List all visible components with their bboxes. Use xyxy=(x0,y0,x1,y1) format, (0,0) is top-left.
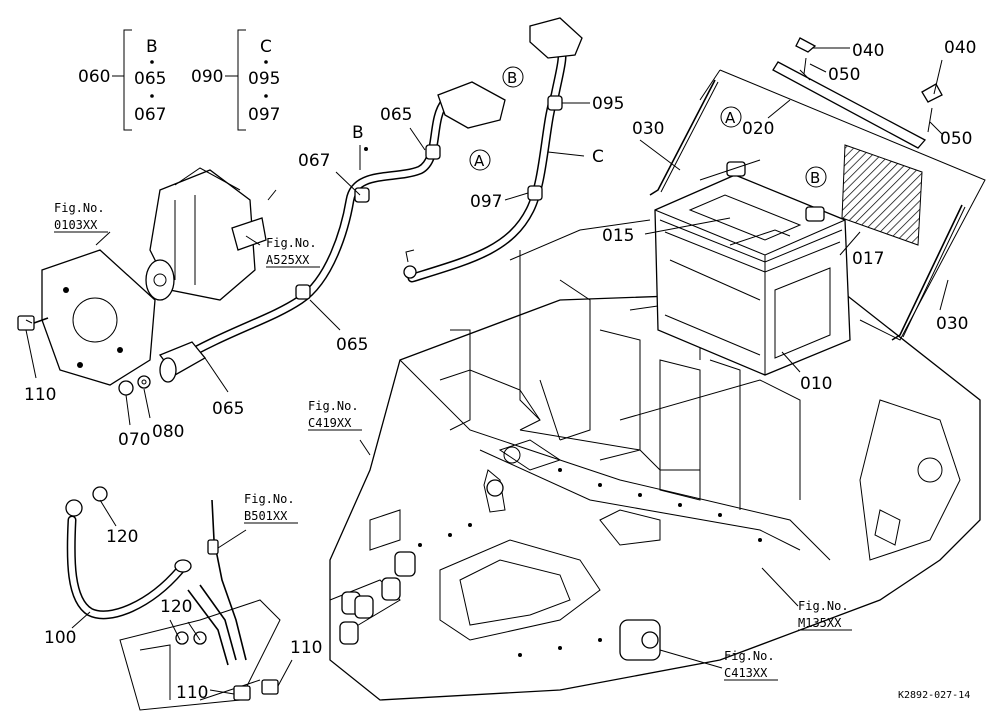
label-030-right: 030 xyxy=(936,314,968,334)
ref-circle-b-cable: B xyxy=(502,66,524,88)
nut-070 xyxy=(118,380,134,396)
svg-text:B501XX: B501XX xyxy=(244,509,288,523)
fig-ref-m135xx: Fig.No. M135XX xyxy=(798,599,852,631)
group-bracket-060: 060 B 065 067 xyxy=(78,29,166,131)
label-110-frame-left: 110 xyxy=(176,683,208,703)
diagram-code: K2892-027-14 xyxy=(898,690,970,701)
part-labels: 015 010 017 020 030 030 040 040 050 050 … xyxy=(24,38,976,703)
label-050-right: 050 xyxy=(940,129,972,149)
label-065-low: 065 xyxy=(212,399,244,419)
svg-text:Fig.No.: Fig.No. xyxy=(266,236,317,250)
label-080: 080 xyxy=(152,422,184,442)
svg-text:M135XX: M135XX xyxy=(798,616,842,630)
svg-text:A525XX: A525XX xyxy=(266,253,310,267)
svg-text:B: B xyxy=(507,69,517,87)
svg-text:A: A xyxy=(725,109,736,127)
label-015: 015 xyxy=(602,226,634,246)
clamp-095 xyxy=(547,95,563,111)
ref-circle-a-cable: A xyxy=(469,149,491,171)
label-040-left: 040 xyxy=(852,41,884,61)
clamp-067 xyxy=(354,187,370,203)
group-ref-letter: C xyxy=(260,37,272,57)
group-child-label: 097 xyxy=(248,105,280,125)
svg-text:0103XX: 0103XX xyxy=(54,218,98,232)
label-095: 095 xyxy=(592,94,624,114)
label-067: 067 xyxy=(298,151,330,171)
label-110-starter: 110 xyxy=(24,385,56,405)
svg-text:Fig.No.: Fig.No. xyxy=(308,399,359,413)
ground-cable-100 xyxy=(65,486,192,620)
svg-text:C419XX: C419XX xyxy=(308,416,352,430)
bolt-110-frame xyxy=(175,631,279,701)
fig-ref-a525xx: Fig.No. A525XX xyxy=(266,236,320,268)
svg-text:C413XX: C413XX xyxy=(724,666,768,680)
group-bracket-090: 090 C 095 097 xyxy=(191,29,280,131)
fig-ref-c419xx: Fig.No. C419XX xyxy=(308,399,362,431)
svg-text:Fig.No.: Fig.No. xyxy=(724,649,775,663)
label-120-bottom: 120 xyxy=(160,597,192,617)
rod-030-left xyxy=(649,79,719,196)
cable-letter-b: B xyxy=(352,123,364,143)
starter-motor xyxy=(41,167,277,386)
wing-nut-040-left xyxy=(795,37,817,75)
group-child-label: 065 xyxy=(134,69,166,89)
label-110-frame-right: 110 xyxy=(290,638,322,658)
hold-down-bar-020 xyxy=(772,61,927,149)
svg-text:Fig.No.: Fig.No. xyxy=(244,492,295,506)
group-parent-label: 060 xyxy=(78,67,110,87)
cable-c xyxy=(403,17,583,283)
clamp-097 xyxy=(527,185,543,201)
svg-text:A: A xyxy=(474,152,485,170)
cable-letter-c: C xyxy=(592,147,604,167)
plate-017 xyxy=(841,144,923,246)
label-065-top: 065 xyxy=(380,105,412,125)
svg-text:Fig.No.: Fig.No. xyxy=(54,201,105,215)
clamp-065 xyxy=(295,144,441,300)
wire-b501 xyxy=(187,499,247,666)
label-065-mid: 065 xyxy=(336,335,368,355)
label-120-top: 120 xyxy=(106,527,138,547)
label-050-left: 050 xyxy=(828,65,860,85)
svg-text:B: B xyxy=(810,169,820,187)
label-070: 070 xyxy=(118,430,150,450)
label-100: 100 xyxy=(44,628,76,648)
tractor-frame xyxy=(119,289,981,711)
label-097: 097 xyxy=(470,192,502,212)
ref-circle-a-battery: A xyxy=(720,106,742,128)
ref-circle-b-battery: B xyxy=(805,166,827,188)
svg-text:Fig.No.: Fig.No. xyxy=(798,599,849,613)
wing-nut-040-right xyxy=(921,83,943,133)
leader-lines xyxy=(25,47,949,695)
washer-080 xyxy=(137,375,151,389)
fig-ref-c413xx: Fig.No. C413XX xyxy=(724,649,778,681)
label-020: 020 xyxy=(742,119,774,139)
label-010: 010 xyxy=(800,374,832,394)
group-child-label: 067 xyxy=(134,105,166,125)
group-child-label: 095 xyxy=(248,69,280,89)
battery-010 xyxy=(654,159,851,376)
fig-ref-0103xx: Fig.No. 0103XX xyxy=(54,201,108,233)
rod-030-right xyxy=(891,204,966,341)
label-040-right: 040 xyxy=(944,38,976,58)
label-030-left: 030 xyxy=(632,119,664,139)
fig-ref-b501xx: Fig.No. B501XX xyxy=(244,492,298,524)
label-017: 017 xyxy=(852,249,884,269)
group-parent-label: 090 xyxy=(191,67,223,87)
group-ref-letter: B xyxy=(146,37,158,57)
